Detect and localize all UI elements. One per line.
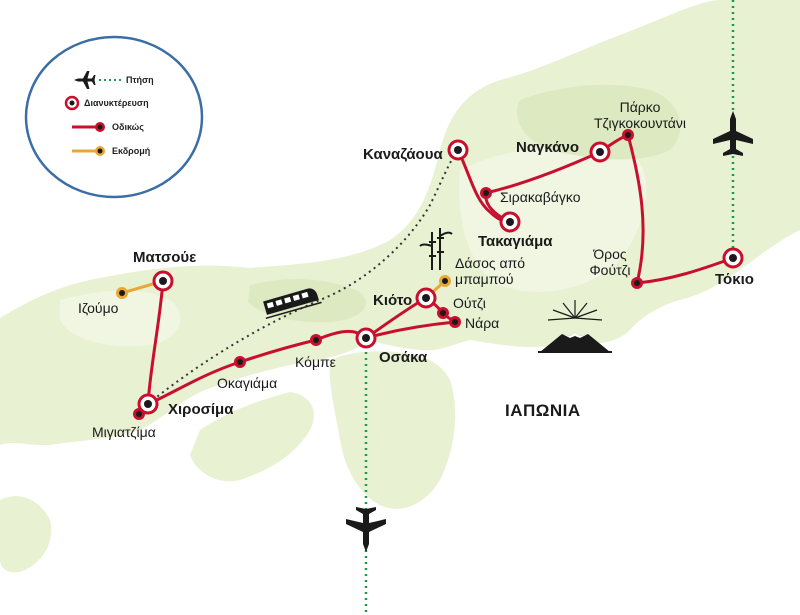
- airplane-icon: [713, 111, 753, 156]
- marker-takayama: [499, 211, 521, 233]
- legend-frame: [24, 35, 204, 199]
- land-highlight: [60, 290, 181, 347]
- road-hiroshima-osaka: [147, 330, 368, 406]
- kyushu-island: [0, 496, 52, 573]
- marker-kanazawa: [447, 139, 469, 161]
- marker-fuji: [631, 277, 643, 289]
- place-labels: Καναζάουα Ναγκάνο Πάρκο Τζιγκοκουντάνι Σ…: [78, 99, 754, 440]
- label-nagano: Ναγκάνο: [516, 139, 579, 156]
- train-path: [147, 149, 459, 405]
- label-okayama: Οκαγιάμα: [217, 375, 277, 391]
- city-markers: [116, 129, 744, 420]
- kii-peninsula: [329, 351, 456, 509]
- legend-overnight-label: Διανυκτέρευση: [84, 98, 149, 108]
- label-bamboo-line1: Δάσος από: [455, 255, 525, 271]
- legend-flight-label: Πτήση: [126, 75, 154, 85]
- marker-tokyo: [722, 247, 744, 269]
- marker-miyajima: [133, 408, 145, 420]
- road-matsue-hiroshima: [146, 280, 165, 405]
- label-kobe: Κόμπε: [295, 354, 336, 370]
- label-fuji-line1: Όρος: [592, 246, 627, 262]
- label-park-line1: Πάρκο: [620, 99, 661, 115]
- legend-excursion-label: Εκδρομή: [112, 146, 150, 156]
- legend-overnight-marker: [64, 95, 80, 111]
- flight-lines: [364, 0, 735, 615]
- bamboo-icon: [419, 228, 453, 270]
- legend-road-label: Οδικώς: [112, 122, 144, 132]
- label-takayama: Τακαγιάμα: [478, 233, 553, 250]
- label-osaka: Οσάκα: [379, 349, 428, 366]
- label-nara: Νάρα: [465, 315, 499, 331]
- label-kanazawa: Καναζάουα: [363, 146, 443, 163]
- land-highlight: [459, 146, 647, 292]
- label-matsue: Ματσούε: [133, 249, 196, 266]
- marker-nara: [449, 316, 461, 328]
- label-hiroshima: Χιροσίμα: [168, 401, 234, 418]
- legend-flight-icon: [74, 71, 96, 89]
- label-otsu: Ούτζι: [453, 295, 486, 311]
- label-bamboo-line2: μπαμπού: [455, 271, 514, 287]
- marker-hiroshima: [137, 393, 159, 415]
- marker-osaka: [355, 327, 377, 349]
- road-shirakawago-nagano: [485, 150, 601, 195]
- airplane-icon: [346, 507, 386, 552]
- marker-matsue: [152, 270, 174, 292]
- marker-okayama: [234, 356, 246, 368]
- marker-park: [622, 129, 634, 141]
- marker-kobe: [310, 334, 322, 346]
- label-country: ΙΑΠΩΝΙΑ: [505, 401, 581, 420]
- label-miyajima: Μιγιατζίμα: [92, 424, 156, 440]
- marker-otsu: [437, 307, 449, 319]
- marker-izumo: [116, 287, 128, 299]
- mount-fuji-icon: [538, 300, 612, 353]
- marker-shirakawago: [480, 187, 492, 199]
- legend-excursion-marker: [95, 146, 105, 156]
- marker-nagano: [589, 141, 611, 163]
- label-kyoto: Κιότο: [373, 292, 412, 309]
- label-park-line2: Τζιγκοκουντάνι: [594, 115, 686, 131]
- marker-kyoto: [415, 287, 437, 309]
- label-tokyo: Τόκιο: [715, 271, 754, 288]
- train-icon: [263, 288, 322, 320]
- road-park-fuji: [626, 134, 645, 284]
- label-shirakawago: Σιρακαβάγκο: [500, 189, 581, 205]
- marker-bamboo: [439, 275, 451, 287]
- legend-road-marker: [95, 122, 105, 132]
- label-fuji-line2: Φούτζι: [590, 262, 631, 278]
- shikoku-island: [190, 392, 314, 482]
- legend: Πτήση Διανυκτέρευση Οδικώς Εκδρομή: [24, 35, 204, 199]
- land-shade: [516, 84, 681, 160]
- label-izumo: Ιζούμο: [78, 300, 119, 316]
